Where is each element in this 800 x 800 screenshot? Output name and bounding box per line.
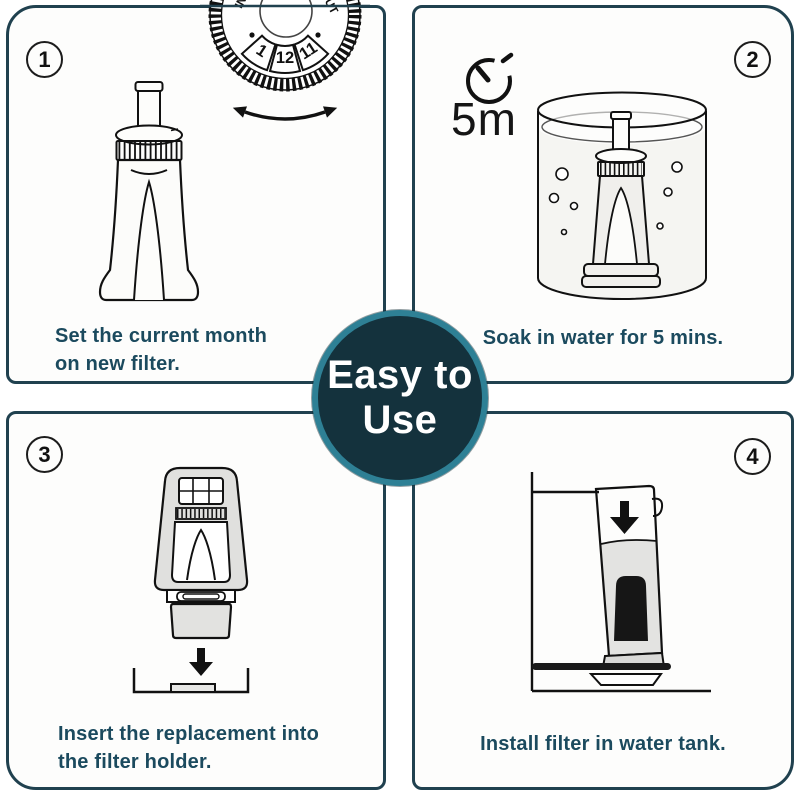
step-3-number: 3 <box>38 441 51 467</box>
down-arrow <box>189 648 213 676</box>
step-2-caption: Soak in water for 5 mins. <box>482 327 724 349</box>
badge-line-2: Use <box>362 398 438 442</box>
step-4-number: 4 <box>746 443 759 469</box>
step-1-number-badge: 1 <box>26 41 63 78</box>
submerged-filter <box>581 111 661 288</box>
step-4-number-badge: 4 <box>734 438 771 475</box>
easy-to-use-badge: Easy to Use <box>312 310 488 486</box>
dial-month-12: 12 <box>276 49 294 67</box>
bubbles <box>548 161 683 236</box>
dial-hub <box>259 0 313 38</box>
step-1-caption: Set the current month on new filter. <box>55 325 267 375</box>
step-panel-3: 3 <box>6 411 386 790</box>
water-line <box>600 539 658 545</box>
rotate-arrow <box>232 106 338 121</box>
soaking-filter-illustration <box>537 91 707 300</box>
step-2-number-badge: 2 <box>734 41 771 78</box>
water-tank-illustration <box>530 472 711 693</box>
filter-cartridge-illustration <box>98 81 200 302</box>
step-4-caption: Install filter in water tank. <box>480 733 726 755</box>
holder-tray <box>132 668 250 694</box>
timer-icon <box>466 52 514 104</box>
dial-month-window: 11 12 1 <box>240 34 330 74</box>
step-2-number: 2 <box>746 46 759 72</box>
machine-foot <box>588 673 663 686</box>
step-1-number: 1 <box>38 46 51 72</box>
step-3-number-badge: 3 <box>26 436 63 473</box>
timer-minutes-label: 5m <box>451 93 517 145</box>
step-3-caption: Insert the replacement into the filter h… <box>58 723 320 773</box>
dial-knurled-edge <box>208 0 362 92</box>
badge-line-1: Easy to <box>327 353 473 398</box>
filter-holder-illustration <box>132 466 250 694</box>
month-dial-illustration: 11 12 1 IN OUT <box>200 0 370 121</box>
down-arrow <box>610 501 639 534</box>
filter-silhouette <box>614 576 648 641</box>
machine-base-bar <box>532 663 671 670</box>
step-panel-2: 2 5m <box>412 5 794 384</box>
step-panel-4: 4 Install filter in water tank. <box>412 411 794 790</box>
